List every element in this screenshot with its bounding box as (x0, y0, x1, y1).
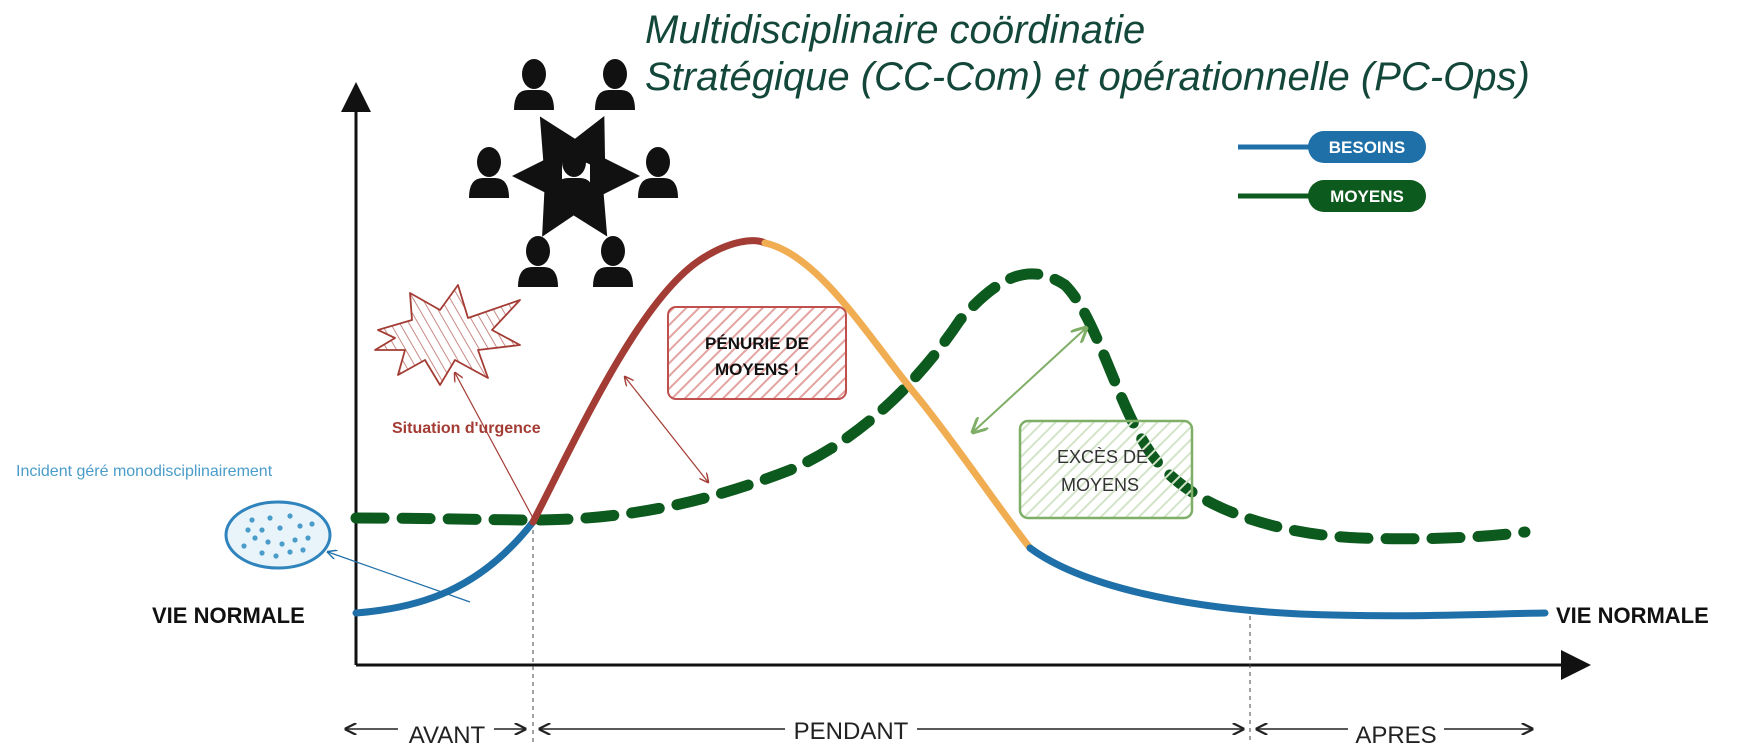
title-line-1: Multidisciplinaire coördinatie (645, 8, 1146, 52)
arrow-icon (539, 116, 588, 173)
phase-pendant: PENDANT (794, 718, 909, 745)
person-icon (593, 236, 633, 287)
penurie-gap-arrow (625, 377, 708, 482)
coordination-people-icon (469, 59, 678, 287)
exces-line-1: EXCÈS DE (1057, 447, 1148, 467)
exces-box (1018, 419, 1194, 520)
arrow-icon (542, 180, 589, 237)
legend-besoins-pill (1308, 131, 1426, 163)
person-icon (469, 147, 509, 198)
exces-line-2: MOYENS (1061, 475, 1139, 495)
arrow-icon (560, 115, 606, 172)
penurie-line-1: PÉNURIE DE (705, 334, 809, 353)
legend: BESOINS MOYENS (1238, 131, 1426, 212)
person-icon (595, 59, 635, 110)
person-icon (638, 147, 678, 198)
phase-avant: AVANT (409, 722, 486, 745)
title-line-2: Stratégique (CC-Com) et opérationnelle (… (645, 55, 1530, 99)
vie-normale-left: VIE NORMALE (152, 603, 305, 628)
arrow-icon (559, 180, 608, 237)
legend-moyens-label: MOYENS (1330, 187, 1404, 206)
legend-moyens-pill (1308, 180, 1426, 212)
incident-cluster-icon (224, 500, 332, 570)
incident-pointer-arrow (328, 552, 471, 603)
situation-pointer-arrow (455, 373, 534, 519)
besoins-curve-avant (352, 518, 537, 617)
phase-apres: APRES (1355, 722, 1436, 745)
besoins-curve-fall (761, 239, 1034, 552)
person-icon (554, 147, 594, 198)
besoins-curve-rise (529, 237, 769, 526)
exces-gap-arrow (973, 328, 1086, 432)
vie-normale-right: VIE NORMALE (1556, 603, 1709, 628)
penurie-box (667, 306, 847, 400)
person-icon (514, 59, 554, 110)
penurie-line-2: MOYENS ! (715, 360, 799, 379)
incident-label: Incident géré monodisciplinairement (16, 463, 273, 480)
legend-besoins-label: BESOINS (1329, 138, 1406, 157)
explosion-icon (374, 284, 521, 386)
moyens-curve (350, 268, 1531, 545)
besoins-curve-apres (1026, 544, 1549, 620)
person-icon (518, 236, 558, 287)
situation-label: Situation d'urgence (392, 420, 541, 437)
